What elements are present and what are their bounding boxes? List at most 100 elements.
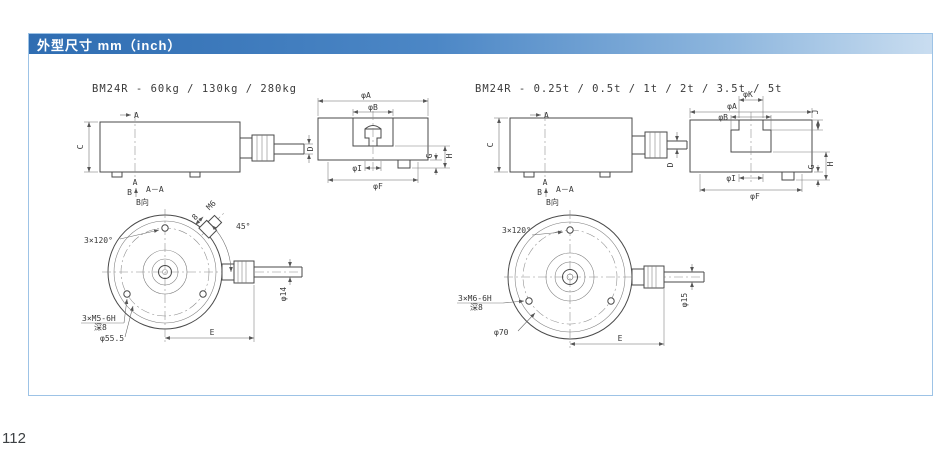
right-section-foot (781, 171, 795, 181)
outline-dimensions-panel: 外型尺寸 mm（inch） (28, 33, 933, 396)
left-tap-depth-label: 深8 (94, 323, 107, 332)
right-section-view: φK φA φB J (689, 90, 835, 201)
left-dim-phi14: φ14 (279, 259, 292, 302)
left-45deg-arc (211, 225, 233, 273)
left-dim-phi-a: φA (317, 91, 429, 116)
right-phi-k-label: φK (743, 90, 753, 99)
left-bottom-cable-connector (233, 260, 255, 284)
left-section-foot (397, 159, 411, 169)
left-m6-label: M6 (205, 199, 218, 212)
right-dim-phi15: φ15 (680, 264, 694, 308)
left-dim-c-label: C (76, 144, 85, 149)
right-bolt-hole (525, 297, 533, 305)
right-cut-a-bottom-label: A (543, 178, 548, 187)
left-section-view: φA φB φI φF (317, 91, 454, 191)
right-bolt-hole (607, 297, 615, 305)
right-phi-i-label: φI (726, 174, 736, 183)
right-cable-connector (644, 131, 668, 159)
right-dim-c: C (486, 117, 508, 173)
right-bottom-cable-connector (643, 265, 665, 289)
right-dim-h-label: H (826, 161, 835, 166)
left-bolt-hole (123, 290, 131, 298)
left-bottom-view: 8 M6 45° φ14 3×120° 3×M5-6H 深8 (81, 199, 303, 344)
left-phi-b-label: φB (368, 103, 378, 112)
right-foot (523, 171, 535, 178)
right-tap-depth-label: 深8 (470, 303, 483, 312)
right-side-view: C D A A B A－A B向 (486, 111, 688, 207)
left-phi-f-label: φF (373, 182, 383, 191)
left-dim-d-label: D (306, 146, 315, 151)
right-cable-gland (631, 135, 646, 155)
right-bottom-cable-gland (631, 268, 645, 286)
right-dim-j: J (771, 110, 823, 131)
left-bolt-hole (161, 224, 169, 232)
left-cut-a-bottom-label: A (133, 178, 138, 187)
left-dim-phi-b: φB (352, 103, 394, 116)
right-dim-phi-b: φB (718, 113, 772, 130)
left-cable-gland (239, 137, 253, 159)
left-stub-len-label: 8 (190, 212, 200, 222)
right-section-aa-label: A－A (556, 185, 574, 194)
page-number: 112 (2, 430, 26, 447)
right-phi-b-label: φB (718, 113, 728, 122)
section-header-bar: 外型尺寸 mm（inch） (29, 34, 932, 54)
right-foot (599, 171, 611, 178)
right-dim-phi-k: φK (738, 90, 764, 118)
right-dim-c-label: C (486, 142, 495, 147)
left-drawing: BM24R - 60kg / 130kg / 280kg C (76, 83, 454, 344)
left-phi14-label: φ14 (279, 287, 288, 302)
right-cut-a-top-label: A (544, 111, 549, 120)
right-dim-d: D (666, 132, 679, 167)
left-dim-phi-f: φF (327, 162, 419, 191)
right-dim-e-label: E (618, 334, 623, 343)
left-drawing-title: BM24R - 60kg / 130kg / 280kg (92, 83, 297, 95)
right-phi-f-label: φF (750, 192, 760, 201)
right-dim-d-label: D (666, 162, 675, 167)
right-bottom-view: φ15 3×120° 3×M6-6H 深8 φ70 E (457, 210, 705, 348)
left-section-cut-marks: A A B (120, 111, 139, 197)
left-phi-i-label: φI (352, 164, 362, 173)
left-load-button (364, 128, 382, 147)
right-bolt-pattern-label: 3×120° (502, 226, 531, 235)
left-phi-a-label: φA (361, 91, 371, 100)
right-dim-phi-f: φF (699, 174, 803, 201)
left-cable-connector (251, 134, 275, 162)
right-bolt-circle-label: φ70 (494, 328, 509, 337)
left-dim-g-h: G H (395, 145, 454, 175)
left-side-body (99, 121, 241, 173)
right-phi15-label: φ15 (680, 293, 689, 308)
right-drawing-title: BM24R - 0.25t / 0.5t / 1t / 2t / 3.5t / … (475, 83, 783, 95)
left-45deg-label: 45° (236, 222, 250, 231)
left-dim-h-label: H (445, 153, 454, 158)
left-dim-g-label: G (425, 153, 434, 158)
right-dim-g-label: G (807, 164, 816, 169)
left-bolt-hole (199, 290, 207, 298)
section-header-title: 外型尺寸 mm（inch） (37, 37, 182, 53)
right-view-b-caption: B向 (546, 197, 559, 207)
left-tap-spec-label: 3×M5-6H (82, 314, 116, 323)
right-dim-phi-i: φI (726, 174, 764, 183)
right-drawing: BM24R - 0.25t / 0.5t / 1t / 2t / 3.5t / … (457, 83, 835, 348)
left-bolt-pattern-label: 3×120° (84, 236, 113, 245)
right-dim-e: E (570, 289, 665, 346)
technical-drawings: BM24R - 60kg / 130kg / 280kg C (76, 83, 835, 348)
right-phi-a-label: φA (727, 102, 737, 111)
left-foot (111, 171, 123, 178)
right-side-body (509, 117, 633, 173)
left-side-view: C D A A B A－A B向 (76, 111, 315, 207)
left-view-b-caption: B向 (136, 197, 149, 207)
right-view-b-label: B (537, 188, 542, 197)
left-view-b-label: B (127, 188, 132, 197)
left-section-aa-label: A－A (146, 185, 164, 194)
right-dim-j-label: J (811, 110, 820, 115)
right-tap-spec-label: 3×M6-6H (458, 294, 492, 303)
left-dim-e: E (165, 285, 255, 342)
right-section-cut-marks: A A B (530, 111, 549, 197)
right-dim-g-h: G H (773, 151, 835, 187)
left-dim-d: D (304, 135, 315, 163)
left-foot (189, 171, 201, 178)
left-dim-e-label: E (210, 328, 215, 337)
left-dim-phi-i: φI (352, 161, 382, 173)
left-bottom-cable-gland (221, 263, 235, 281)
right-dim-phi-a: φA (689, 102, 813, 118)
